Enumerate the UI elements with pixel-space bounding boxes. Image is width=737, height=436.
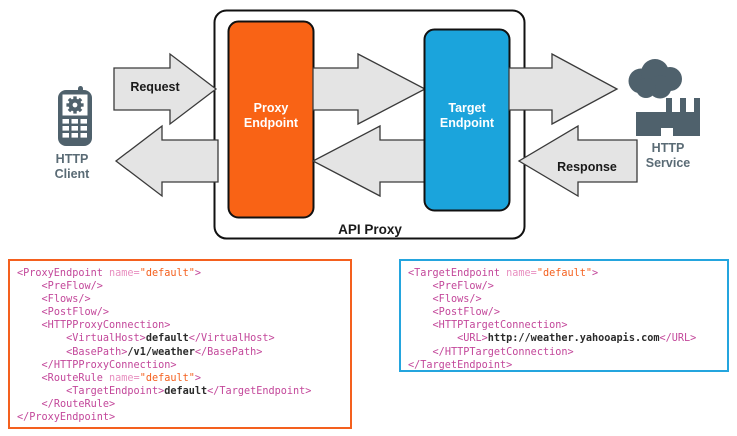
code-token-sp (408, 320, 433, 331)
code-line: <PostFlow/> (17, 306, 343, 319)
code-token-tag: </URL> (659, 333, 697, 345)
code-token-tag: <Flows/> (41, 294, 91, 306)
code-token-tag: > (592, 268, 599, 279)
code-token-tag: </TargetEndpoint> (408, 359, 513, 371)
code-token-sp (17, 399, 42, 410)
code-token-tag: </TargetEndpoint> (207, 385, 312, 397)
code-line: </HTTPProxyConnection> (17, 359, 343, 372)
code-line: <VirtualHost>default</VirtualHost> (17, 332, 343, 345)
code-line: <Flows/> (17, 293, 343, 306)
code-token-sp (408, 307, 433, 318)
code-token-sp (408, 294, 433, 305)
code-token-tag: <TargetEndpoint> (66, 385, 165, 397)
code-line: <ProxyEndpoint name="default"> (17, 267, 343, 280)
code-token-sp (17, 307, 42, 318)
code-token-tag: <HTTPProxyConnection> (41, 320, 171, 332)
code-token-tag: <URL> (457, 333, 488, 345)
target-endpoint-box[interactable] (423, 28, 511, 212)
code-token-tag: </BasePath> (194, 346, 263, 358)
code-token-tag: <HTTPTargetConnection> (432, 320, 568, 332)
proxy-endpoint-box[interactable] (227, 20, 315, 219)
code-token-tag: > (194, 372, 202, 384)
code-token-tag: <TargetEndpoint (408, 268, 507, 279)
code-token-tag: <VirtualHost> (66, 333, 146, 345)
code-line: <HTTPProxyConnection> (17, 319, 343, 332)
code-line: <PostFlow/> (408, 306, 720, 319)
downstream-arrow (311, 124, 426, 198)
code-token-sp (17, 333, 66, 344)
proxy-endpoint-xml-panel: <ProxyEndpoint name="default"> <PreFlow/… (8, 259, 352, 429)
target-endpoint-xml-panel: <TargetEndpoint name="default"> <PreFlow… (399, 259, 729, 372)
code-line: <Flows/> (408, 293, 720, 306)
code-line: </ProxyEndpoint> (17, 411, 343, 424)
code-line: <TargetEndpoint>default</TargetEndpoint> (17, 385, 343, 398)
code-token-text: default (145, 333, 189, 345)
code-token-val: "default" (139, 372, 195, 384)
outbound-arrow (114, 124, 219, 198)
code-token-tag: <ProxyEndpoint (17, 268, 110, 279)
code-token-tag: </ProxyEndpoint> (17, 412, 116, 424)
code-token-tag: <PreFlow/> (41, 281, 103, 293)
code-token-sp (17, 347, 66, 358)
code-token-sp (408, 347, 433, 358)
code-token-tag: </RouteRule> (41, 398, 116, 410)
code-line: <RouteRule name="default"> (17, 372, 343, 385)
code-token-attr: name= (109, 268, 140, 279)
code-line: </HTTPTargetConnection> (408, 346, 720, 359)
code-token-text: default (164, 385, 208, 397)
code-line: <BasePath>/v1/weather</BasePath> (17, 346, 343, 359)
code-token-val: "default" (139, 268, 195, 279)
code-token-tag: </VirtualHost> (188, 333, 275, 345)
cloud-factory-icon (628, 59, 700, 136)
code-token-sp (17, 386, 66, 397)
code-token-tag: <BasePath> (66, 346, 128, 358)
code-token-tag: > (194, 268, 202, 279)
code-line: <URL>http://weather.yahooapis.com</URL> (408, 332, 720, 345)
code-token-sp (17, 320, 42, 331)
code-token-val: "default" (536, 268, 593, 279)
code-token-sp (17, 281, 42, 292)
code-line: </TargetEndpoint> (408, 359, 720, 371)
code-token-tag: <PostFlow/> (41, 307, 110, 319)
request-arrow (113, 52, 218, 126)
code-line: <PreFlow/> (17, 280, 343, 293)
code-token-tag: <Flows/> (432, 294, 482, 306)
code-token-text: /v1/weather (127, 346, 195, 358)
code-token-sp (408, 281, 433, 292)
code-line: </RouteRule> (17, 398, 343, 411)
code-token-tag: <PostFlow/> (432, 307, 501, 319)
code-token-attr: name= (506, 268, 537, 279)
code-token-sp (17, 373, 42, 384)
code-token-tag: <RouteRule (41, 372, 110, 384)
code-line: <TargetEndpoint name="default"> (408, 267, 720, 280)
code-line: <HTTPTargetConnection> (408, 319, 720, 332)
upstream-arrow (312, 52, 427, 126)
code-line: <PreFlow/> (408, 280, 720, 293)
mobile-phone-gear-icon (58, 86, 92, 146)
code-token-tag: </HTTPProxyConnection> (41, 359, 177, 371)
inbound-arrow (508, 52, 619, 126)
code-token-sp (17, 294, 42, 305)
response-arrow (517, 124, 638, 198)
code-token-sp (408, 333, 457, 344)
code-token-text: http://weather.yahooapis.com (487, 333, 660, 345)
code-token-tag: <PreFlow/> (432, 281, 494, 293)
code-token-sp (17, 360, 42, 371)
code-token-tag: </HTTPTargetConnection> (432, 346, 574, 358)
code-token-attr: name= (109, 372, 140, 384)
